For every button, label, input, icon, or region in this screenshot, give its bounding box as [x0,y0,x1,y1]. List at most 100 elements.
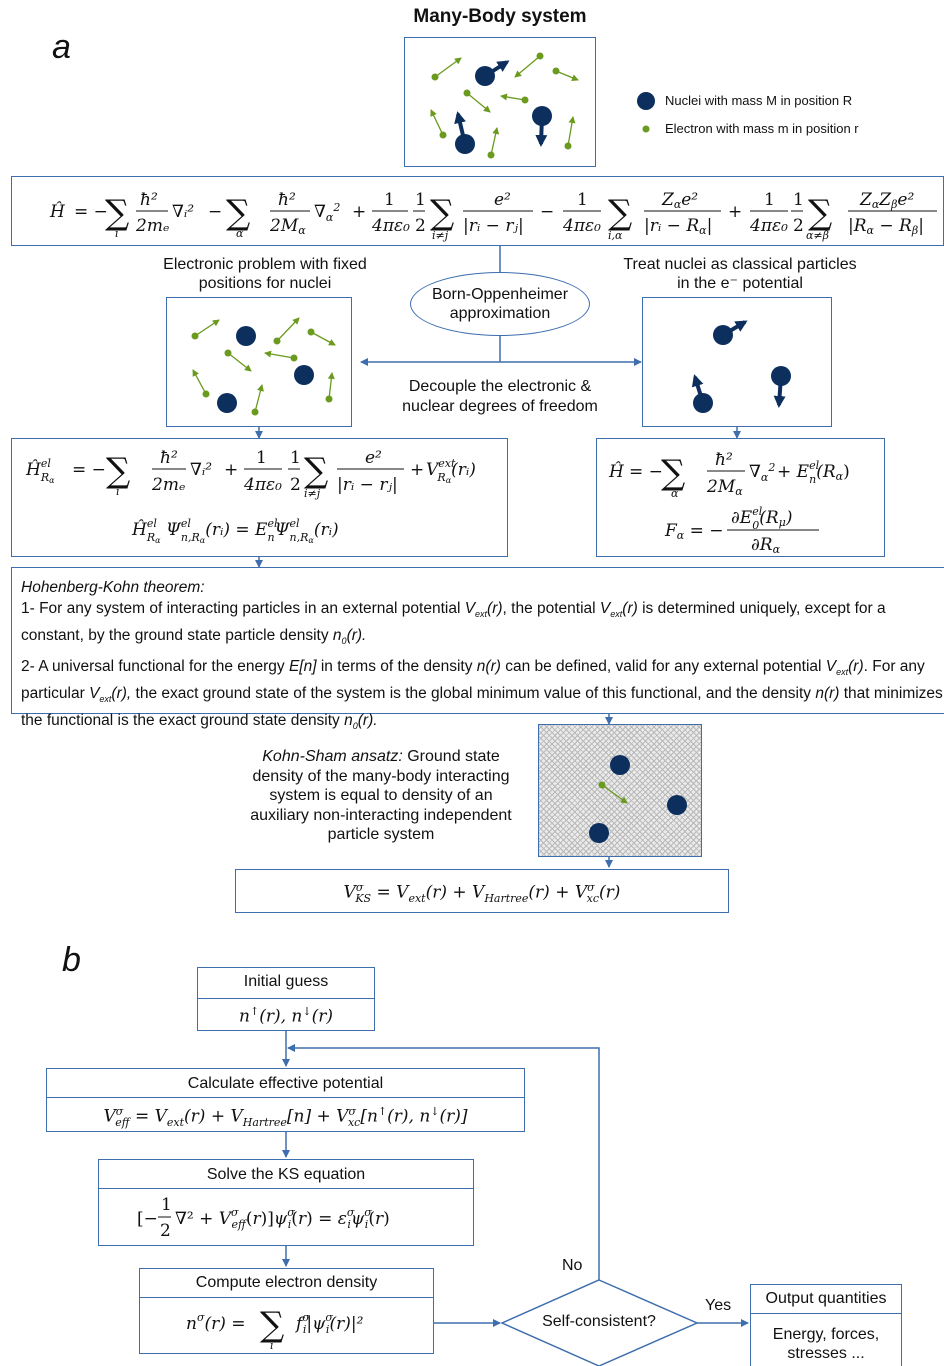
output-quantities-box: Output quantities Energy, forces, stress… [750,1284,902,1366]
initial-guess-equation: n↑(r), n↓(r) [239,1005,333,1027]
svg-text:Ĥ: Ĥ [608,461,625,482]
divider [751,1313,901,1314]
panel-b-label: b [62,941,81,979]
kohn-sham-title: Kohn-Sham ansatz: [262,748,403,765]
svg-text:ZαZβe²: ZαZβe² [859,190,914,211]
svg-text:1: 1 [577,190,588,210]
svg-text:∇ᵢ²: ∇ᵢ² [172,202,194,222]
divider [140,1297,433,1298]
kohn-sham-statement: Ground state density of the many-body in… [250,748,512,843]
svg-text:i≠j: i≠j [432,229,449,242]
svg-text:[−: [− [137,1209,158,1229]
svg-text:i: i [116,485,120,498]
svg-text:1: 1 [161,1195,172,1215]
svg-text:= −: = − [629,462,663,482]
self-consistent-label: Self-consistent? [542,1313,656,1330]
svg-text:fσi|ψσi(r)|²: fσi|ψσi(r)|² [294,1311,364,1336]
yes-label: Yes [705,1297,732,1314]
output-quantities-items: Energy, forces, stresses ... [772,1326,880,1362]
svg-text:= −: = − [74,202,108,222]
electronic-problem-image [166,297,352,427]
nucleus-dot [532,106,552,126]
electron-dot [552,67,560,75]
svg-text:∇ᵢ²: ∇ᵢ² [190,460,212,480]
compute-density-title: Compute electron density [195,1274,378,1291]
svg-text:|Rα − Rβ|: |Rα − Rβ| [848,216,924,237]
decouple-label: Decouple the electronic & nuclear degree… [402,378,598,415]
svg-text:∑: ∑ [105,193,129,233]
svg-text:4πε₀: 4πε₀ [243,475,282,495]
svg-text:∇α2: ∇α2 [749,461,775,484]
svg-text:∑: ∑ [106,451,130,491]
hk-title: Hohenberg-Kohn theorem: [21,579,205,596]
svg-text:1: 1 [764,190,775,210]
electron-velocity-arrow [555,70,579,81]
ks-potential-equation: VσKS = Vext(r) + VHartree(r) + Vσxc(r) [343,881,621,906]
divider [99,1188,473,1189]
electron-velocity-arrow [567,116,576,147]
svg-text:e²: e² [494,190,511,210]
initial-guess-title: Initial guess [243,973,329,990]
diagram-title: Many-Body system [413,6,587,27]
svg-text:ħ²: ħ² [715,450,733,470]
svg-text:2: 2 [160,1221,171,1241]
electron-velocity-arrow [434,57,462,78]
svg-text:1: 1 [256,448,267,468]
svg-text:= −: = − [72,460,106,480]
svg-text:i≠j: i≠j [304,487,321,500]
electron-dot [536,52,544,60]
svg-text:α≠β: α≠β [806,229,829,242]
no-label: No [562,1257,583,1274]
decision-diamond [500,1279,699,1366]
svg-text:∑: ∑ [304,451,328,491]
electron-dot [564,142,572,150]
feedback-arrow [287,1044,600,1280]
panel-b-connectors [282,1031,749,1366]
svg-text:2Mα: 2Mα [706,477,743,498]
svg-text:ħ²: ħ² [278,190,296,210]
svg-text:2: 2 [415,216,426,236]
svg-text:|rᵢ − Rα|: |rᵢ − Rα| [644,216,712,237]
svg-text:∑: ∑ [226,193,250,233]
svg-text:2: 2 [290,475,301,495]
effective-potential-title: Calculate effective potential [187,1075,384,1092]
svg-text:∇α2: ∇α2 [314,201,340,224]
solve-ks-title: Solve the KS equation [206,1166,366,1183]
electron-velocity-arrow [514,55,541,78]
electronic-problem-label: Electronic problem with fixed positions … [163,256,367,292]
svg-text:4πε₀: 4πε₀ [562,216,601,236]
effective-potential-box: Calculate effective potential Vσeff = Ve… [46,1068,525,1132]
svg-text:−: − [540,202,554,222]
electron-dot [487,151,495,159]
svg-text:α: α [236,227,244,240]
svg-text:ħ²: ħ² [160,448,178,468]
svg-text:1: 1 [415,190,426,210]
legend-nucleus-glyph [637,92,655,110]
electron-dot [439,131,447,139]
svg-text:i,α: i,α [608,229,623,242]
legend-electron-glyph [642,125,650,133]
kohn-sham-image [538,724,702,857]
hohenberg-kohn-box: Hohenberg-Kohn theorem: 1- For any syste… [11,567,944,731]
svg-text:|rᵢ − rⱼ|: |rᵢ − rⱼ| [463,216,524,236]
svg-text:ħ²: ħ² [140,190,158,210]
electron-velocity-arrow [466,92,491,113]
many-body-particles [430,52,579,159]
born-oppenheimer-label: Born-Oppenheimer approximation [431,286,569,322]
svg-text:−: − [208,202,222,222]
svg-text:Zαe²: Zαe² [661,190,698,211]
svg-text:1: 1 [384,190,395,210]
